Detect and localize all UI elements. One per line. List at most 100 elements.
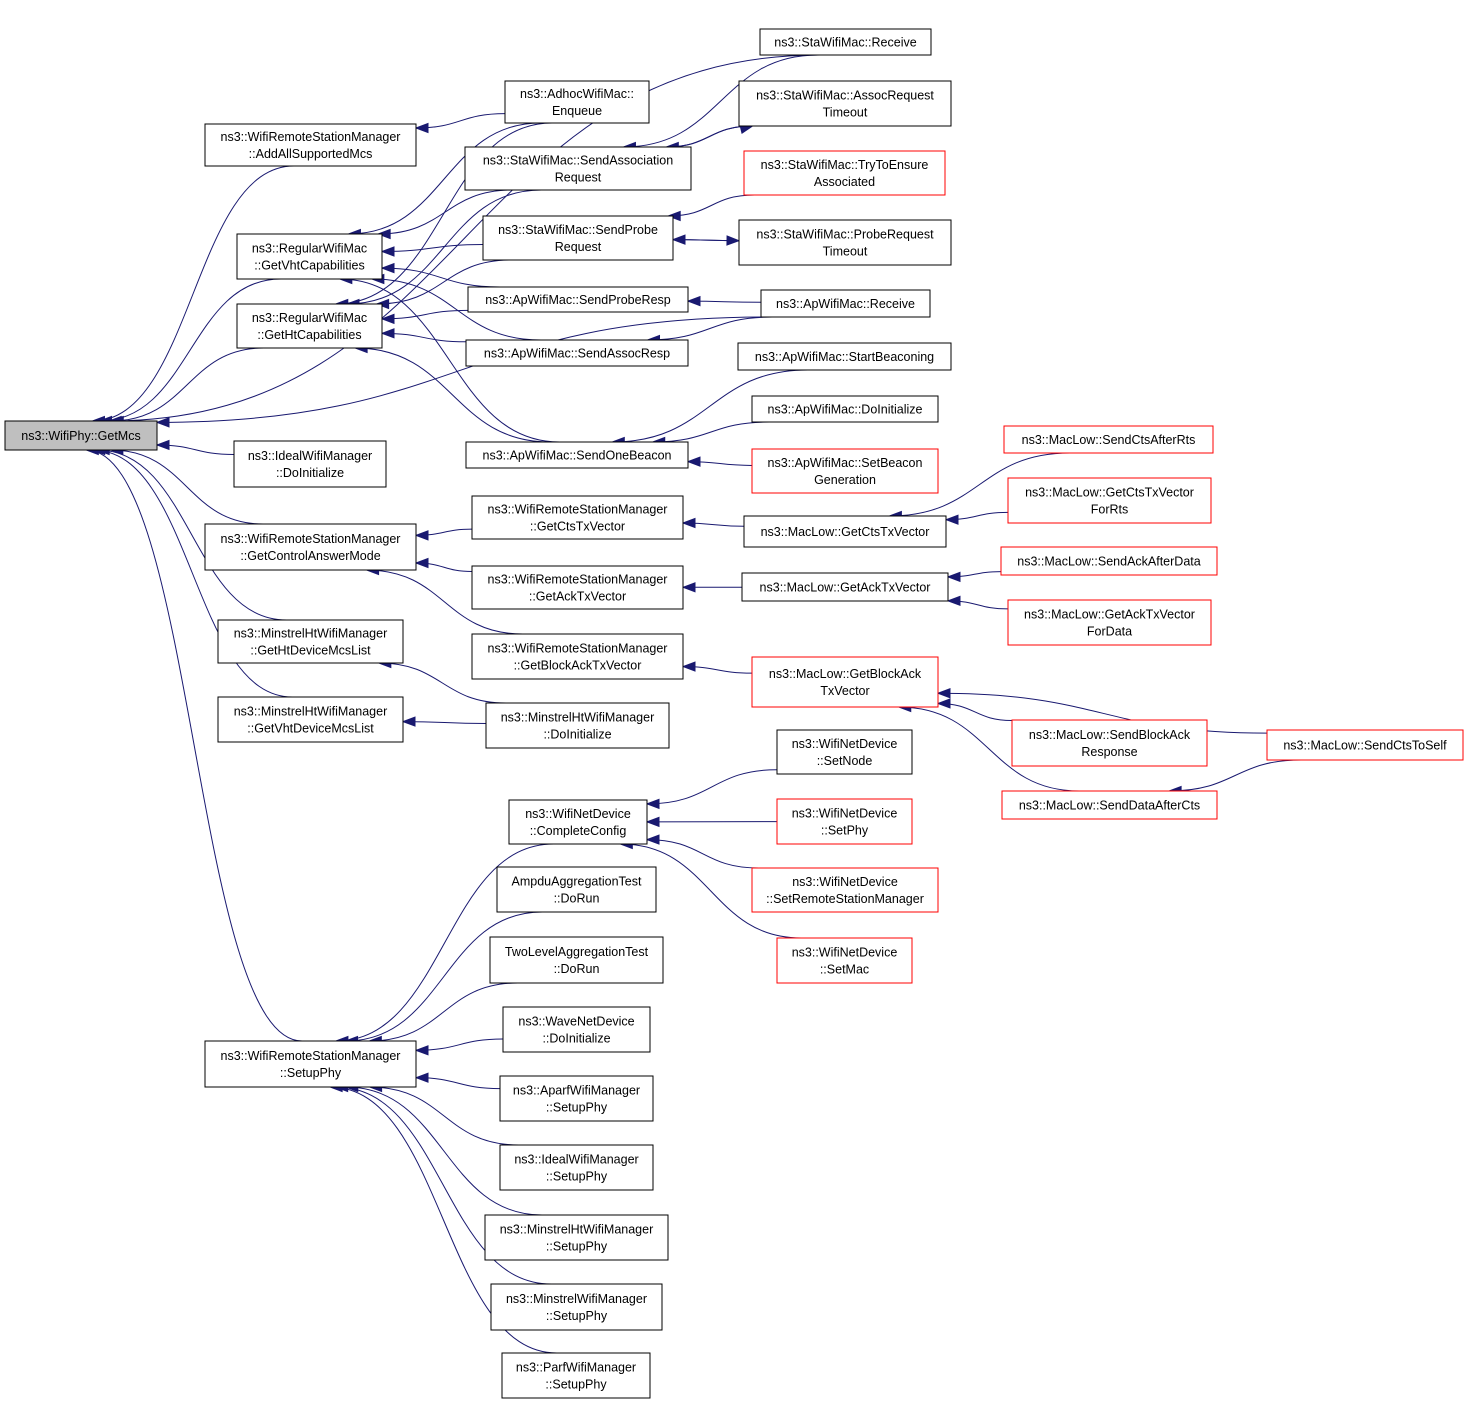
node-box-ml_get_ack_tx[interactable] <box>741 572 949 602</box>
node-ap_probe_resp[interactable]: ns3::ApWifiMac::SendProbeResp <box>467 286 689 313</box>
node-ap_receive[interactable]: ns3::ApWifiMac::Receive <box>760 289 931 318</box>
node-ml_get_blockack[interactable]: ns3::MacLow::GetBlockAckTxVector <box>751 656 939 708</box>
node-box-rwm_ht[interactable] <box>236 303 383 349</box>
node-ml_cts_after_rts[interactable]: ns3::MacLow::SendCtsAfterRts <box>1003 425 1214 454</box>
node-box-sta_probe_timeout[interactable] <box>738 219 952 266</box>
node-ideal_doinit[interactable]: ns3::IdealWifiManager::DoInitialize <box>233 440 387 488</box>
node-box-wrsm_setupphy[interactable] <box>204 1040 417 1088</box>
node-box-ml_cts_for_rts[interactable] <box>1007 477 1212 524</box>
node-parf_setupphy[interactable]: ns3::ParfWifiManager::SetupPhy <box>501 1352 651 1399</box>
node-aparf_setupphy[interactable]: ns3::AparfWifiManager::SetupPhy <box>499 1075 654 1122</box>
node-wnd_setnode[interactable]: ns3::WifiNetDevice::SetNode <box>776 729 913 775</box>
node-box-ap_doinit[interactable] <box>751 395 939 423</box>
node-ap_doinit[interactable]: ns3::ApWifiMac::DoInitialize <box>751 395 939 423</box>
node-wrsm_setupphy[interactable]: ns3::WifiRemoteStationManager::SetupPhy <box>204 1040 417 1088</box>
node-box-ml_cts_to_self[interactable] <box>1266 729 1464 761</box>
node-ap_send_beacon[interactable]: ns3::ApWifiMac::SendOneBeacon <box>465 441 689 469</box>
node-box-wrsm_ack_tx[interactable] <box>471 565 684 610</box>
node-box-ap_send_beacon[interactable] <box>465 441 689 469</box>
node-mht_vht_list[interactable]: ns3::MinstrelHtWifiManager::GetVhtDevice… <box>217 696 404 743</box>
node-box-ap_start_beacon[interactable] <box>737 342 952 371</box>
node-box-ap_probe_resp[interactable] <box>467 286 689 313</box>
node-box-ap_assoc_resp[interactable] <box>465 339 689 367</box>
node-ap_start_beacon[interactable]: ns3::ApWifiMac::StartBeaconing <box>737 342 952 371</box>
node-ml_get_cts_tx[interactable]: ns3::MacLow::GetCtsTxVector <box>743 515 947 548</box>
node-sta_receive[interactable]: ns3::StaWifiMac::Receive <box>759 28 932 56</box>
node-box-wnd_setnode[interactable] <box>776 729 913 775</box>
node-wnd_setrsm[interactable]: ns3::WifiNetDevice::SetRemoteStationMana… <box>751 867 939 913</box>
node-wnd_complete[interactable]: ns3::WifiNetDevice::CompleteConfig <box>508 799 648 845</box>
node-ml_data_after_cts[interactable]: ns3::MacLow::SendDataAfterCts <box>1001 790 1218 820</box>
node-wnd_setphy[interactable]: ns3::WifiNetDevice::SetPhy <box>776 798 913 845</box>
node-box-parf_setupphy[interactable] <box>501 1352 651 1399</box>
node-box-aparf_setupphy[interactable] <box>499 1075 654 1122</box>
node-box-wnd_setmac[interactable] <box>776 937 913 984</box>
node-ideal_setupphy[interactable]: ns3::IdealWifiManager::SetupPhy <box>499 1144 654 1191</box>
node-box-minstrel_setupphy[interactable] <box>490 1283 663 1331</box>
node-box-sta_receive[interactable] <box>759 28 932 56</box>
node-box-ap_receive[interactable] <box>760 289 931 318</box>
node-box-wnd_complete[interactable] <box>508 799 648 845</box>
node-wrsm_blockack_tx[interactable]: ns3::WifiRemoteStationManager::GetBlockA… <box>471 633 684 680</box>
node-box-rwm_vht[interactable] <box>236 233 383 280</box>
node-box-ml_cts_after_rts[interactable] <box>1003 425 1214 454</box>
node-box-mht_doinit[interactable] <box>485 702 670 749</box>
node-box-ideal_setupphy[interactable] <box>499 1144 654 1191</box>
node-box-mht_ht_list[interactable] <box>217 619 404 664</box>
node-box-ml_get_blockack[interactable] <box>751 656 939 708</box>
node-rwm_ht[interactable]: ns3::RegularWifiMac::GetHtCapabilities <box>236 303 383 349</box>
node-wrsm_ack_tx[interactable]: ns3::WifiRemoteStationManager::GetAckTxV… <box>471 565 684 610</box>
node-box-wrsm_blockack_tx[interactable] <box>471 633 684 680</box>
node-wnd_setmac[interactable]: ns3::WifiNetDevice::SetMac <box>776 937 913 984</box>
node-wrsm_ctrl_answer[interactable]: ns3::WifiRemoteStationManager::GetContro… <box>204 523 417 571</box>
node-ml_ack_after_data[interactable]: ns3::MacLow::SendAckAfterData <box>1000 546 1218 576</box>
node-box-wave_doinit[interactable] <box>502 1006 651 1053</box>
node-box-ml_get_cts_tx[interactable] <box>743 515 947 548</box>
node-box-wrsm_cts_tx[interactable] <box>471 495 684 540</box>
node-box-ml_blockack_resp[interactable] <box>1011 719 1208 767</box>
node-box-ml_data_after_cts[interactable] <box>1001 790 1218 820</box>
node-box-twolevel_dorun[interactable] <box>489 936 664 984</box>
node-box-wrsm_ctrl_answer[interactable] <box>204 523 417 571</box>
node-box-adhoc_enqueue[interactable] <box>504 80 650 124</box>
node-box-ap_set_beacon[interactable] <box>751 448 939 494</box>
node-box-wrsm_addall[interactable] <box>204 123 417 167</box>
node-box-sta_send_assoc[interactable] <box>464 146 692 191</box>
node-box-sta_send_probe[interactable] <box>482 215 674 261</box>
node-root[interactable]: ns3::WifiPhy::GetMcs <box>4 420 158 451</box>
node-minstrel_setupphy[interactable]: ns3::MinstrelWifiManager::SetupPhy <box>490 1283 663 1331</box>
node-mht_doinit[interactable]: ns3::MinstrelHtWifiManager::DoInitialize <box>485 702 670 749</box>
node-mht_ht_list[interactable]: ns3::MinstrelHtWifiManager::GetHtDeviceM… <box>217 619 404 664</box>
node-ml_cts_to_self[interactable]: ns3::MacLow::SendCtsToSelf <box>1266 729 1464 761</box>
node-adhoc_enqueue[interactable]: ns3::AdhocWifiMac::Enqueue <box>504 80 650 124</box>
node-box-root[interactable] <box>4 420 158 451</box>
node-box-mht_setupphy[interactable] <box>484 1214 669 1261</box>
node-box-mht_vht_list[interactable] <box>217 696 404 743</box>
node-box-ideal_doinit[interactable] <box>233 440 387 488</box>
node-wrsm_cts_tx[interactable]: ns3::WifiRemoteStationManager::GetCtsTxV… <box>471 495 684 540</box>
node-box-ml_ack_for_data[interactable] <box>1007 599 1212 646</box>
node-box-wnd_setrsm[interactable] <box>751 867 939 913</box>
node-box-ml_ack_after_data[interactable] <box>1000 546 1218 576</box>
node-wrsm_addall[interactable]: ns3::WifiRemoteStationManager::AddAllSup… <box>204 123 417 167</box>
node-ml_get_ack_tx[interactable]: ns3::MacLow::GetAckTxVector <box>741 572 949 602</box>
node-rwm_vht[interactable]: ns3::RegularWifiMac::GetVhtCapabilities <box>236 233 383 280</box>
node-box-sta_assoc_timeout[interactable] <box>738 80 952 127</box>
node-twolevel_dorun[interactable]: TwoLevelAggregationTest::DoRun <box>489 936 664 984</box>
node-box-ampdu_dorun[interactable] <box>496 866 657 913</box>
node-wave_doinit[interactable]: ns3::WaveNetDevice::DoInitialize <box>502 1006 651 1053</box>
node-ap_assoc_resp[interactable]: ns3::ApWifiMac::SendAssocResp <box>465 339 689 367</box>
node-box-wnd_setphy[interactable] <box>776 798 913 845</box>
node-mht_setupphy[interactable]: ns3::MinstrelHtWifiManager::SetupPhy <box>484 1214 669 1261</box>
node-box-sta_try_assoc[interactable] <box>743 150 946 196</box>
node-ampdu_dorun[interactable]: AmpduAggregationTest::DoRun <box>496 866 657 913</box>
